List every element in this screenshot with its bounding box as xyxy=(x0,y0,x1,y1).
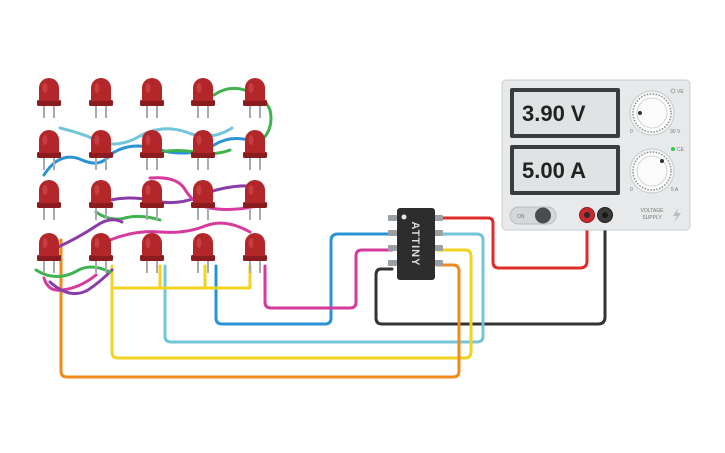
led-r1c1[interactable] xyxy=(37,78,61,118)
led-r3c2[interactable] xyxy=(89,180,113,220)
attiny-chip[interactable]: ATTINY xyxy=(388,208,443,280)
chip-pins xyxy=(388,215,443,266)
wire-green-low[interactable] xyxy=(94,210,162,222)
led-r2c5[interactable] xyxy=(243,130,267,170)
led-r1c4[interactable] xyxy=(191,78,215,118)
led-r4c5[interactable] xyxy=(243,233,267,273)
led-r1c5[interactable] xyxy=(243,78,267,118)
led-r3c5[interactable] xyxy=(243,180,267,220)
wire-yellow[interactable] xyxy=(110,248,473,360)
current-readout: 5.00 A xyxy=(522,158,586,183)
negative-terminal[interactable] xyxy=(597,207,613,223)
led-r2c1[interactable] xyxy=(37,130,61,170)
lightning-icon xyxy=(673,208,681,223)
positive-terminal[interactable] xyxy=(579,207,595,223)
chip-body xyxy=(397,208,435,280)
wire-cyan[interactable] xyxy=(163,232,485,344)
voltage-knob-min: 0 xyxy=(630,129,633,135)
led-r2c2[interactable] xyxy=(89,130,113,170)
wire-blue[interactable] xyxy=(214,232,394,326)
current-mode-label: CE xyxy=(677,147,685,153)
brand-text-line2: SUPPLY xyxy=(642,215,662,221)
led-r4c3[interactable] xyxy=(140,233,164,273)
wire-purple-low[interactable] xyxy=(54,218,124,250)
current-knob-max: 5 A xyxy=(671,187,679,193)
current-knob-min: 0 xyxy=(630,187,633,193)
wire-purple-mid[interactable] xyxy=(108,184,264,205)
chip-pin1-marker xyxy=(401,214,407,220)
power-switch-label: ON xyxy=(517,214,525,220)
wire-red[interactable] xyxy=(435,216,589,270)
current-display xyxy=(514,149,616,191)
wire-yellow-bus[interactable] xyxy=(110,264,252,290)
voltage-mode-label: VE xyxy=(677,89,684,95)
led-r4c2[interactable] xyxy=(89,233,113,273)
wire-orange[interactable] xyxy=(59,263,461,379)
wire-green-bottom[interactable] xyxy=(34,265,112,278)
led-r1c2[interactable] xyxy=(89,78,113,118)
voltage-display xyxy=(514,92,616,134)
ce-indicator xyxy=(671,147,675,151)
wire-magenta[interactable] xyxy=(263,248,394,310)
led-r2c3[interactable] xyxy=(140,130,164,170)
voltage-knob-max: 30 V xyxy=(670,129,681,135)
led-r3c4[interactable] xyxy=(191,180,215,220)
led-r4c4[interactable] xyxy=(191,233,215,273)
led-matrix xyxy=(37,78,267,273)
wire-magenta-low[interactable] xyxy=(108,221,252,242)
wire-purple-bottom[interactable] xyxy=(48,268,114,296)
power-switch[interactable]: ON xyxy=(509,206,557,225)
led-r1c3[interactable] xyxy=(140,78,164,118)
wire-black[interactable] xyxy=(374,220,607,326)
voltage-readout: 3.90 V xyxy=(522,101,586,126)
led-r3c3[interactable] xyxy=(140,180,164,220)
ve-indicator xyxy=(670,88,676,94)
led-r3c1[interactable] xyxy=(37,180,61,220)
led-r2c4[interactable] xyxy=(191,130,215,170)
wire-blue-top[interactable] xyxy=(42,137,264,177)
chip-label: ATTINY xyxy=(409,222,421,267)
led-r4c1[interactable] xyxy=(37,233,61,273)
brand-text-line1: VOLTAGE xyxy=(641,208,665,214)
voltage-knob[interactable] xyxy=(629,90,675,136)
current-knob[interactable] xyxy=(629,148,675,194)
power-supply[interactable]: 3.90 V 5.00 A 0 30 V VE 0 5 A CE ON xyxy=(501,79,691,231)
